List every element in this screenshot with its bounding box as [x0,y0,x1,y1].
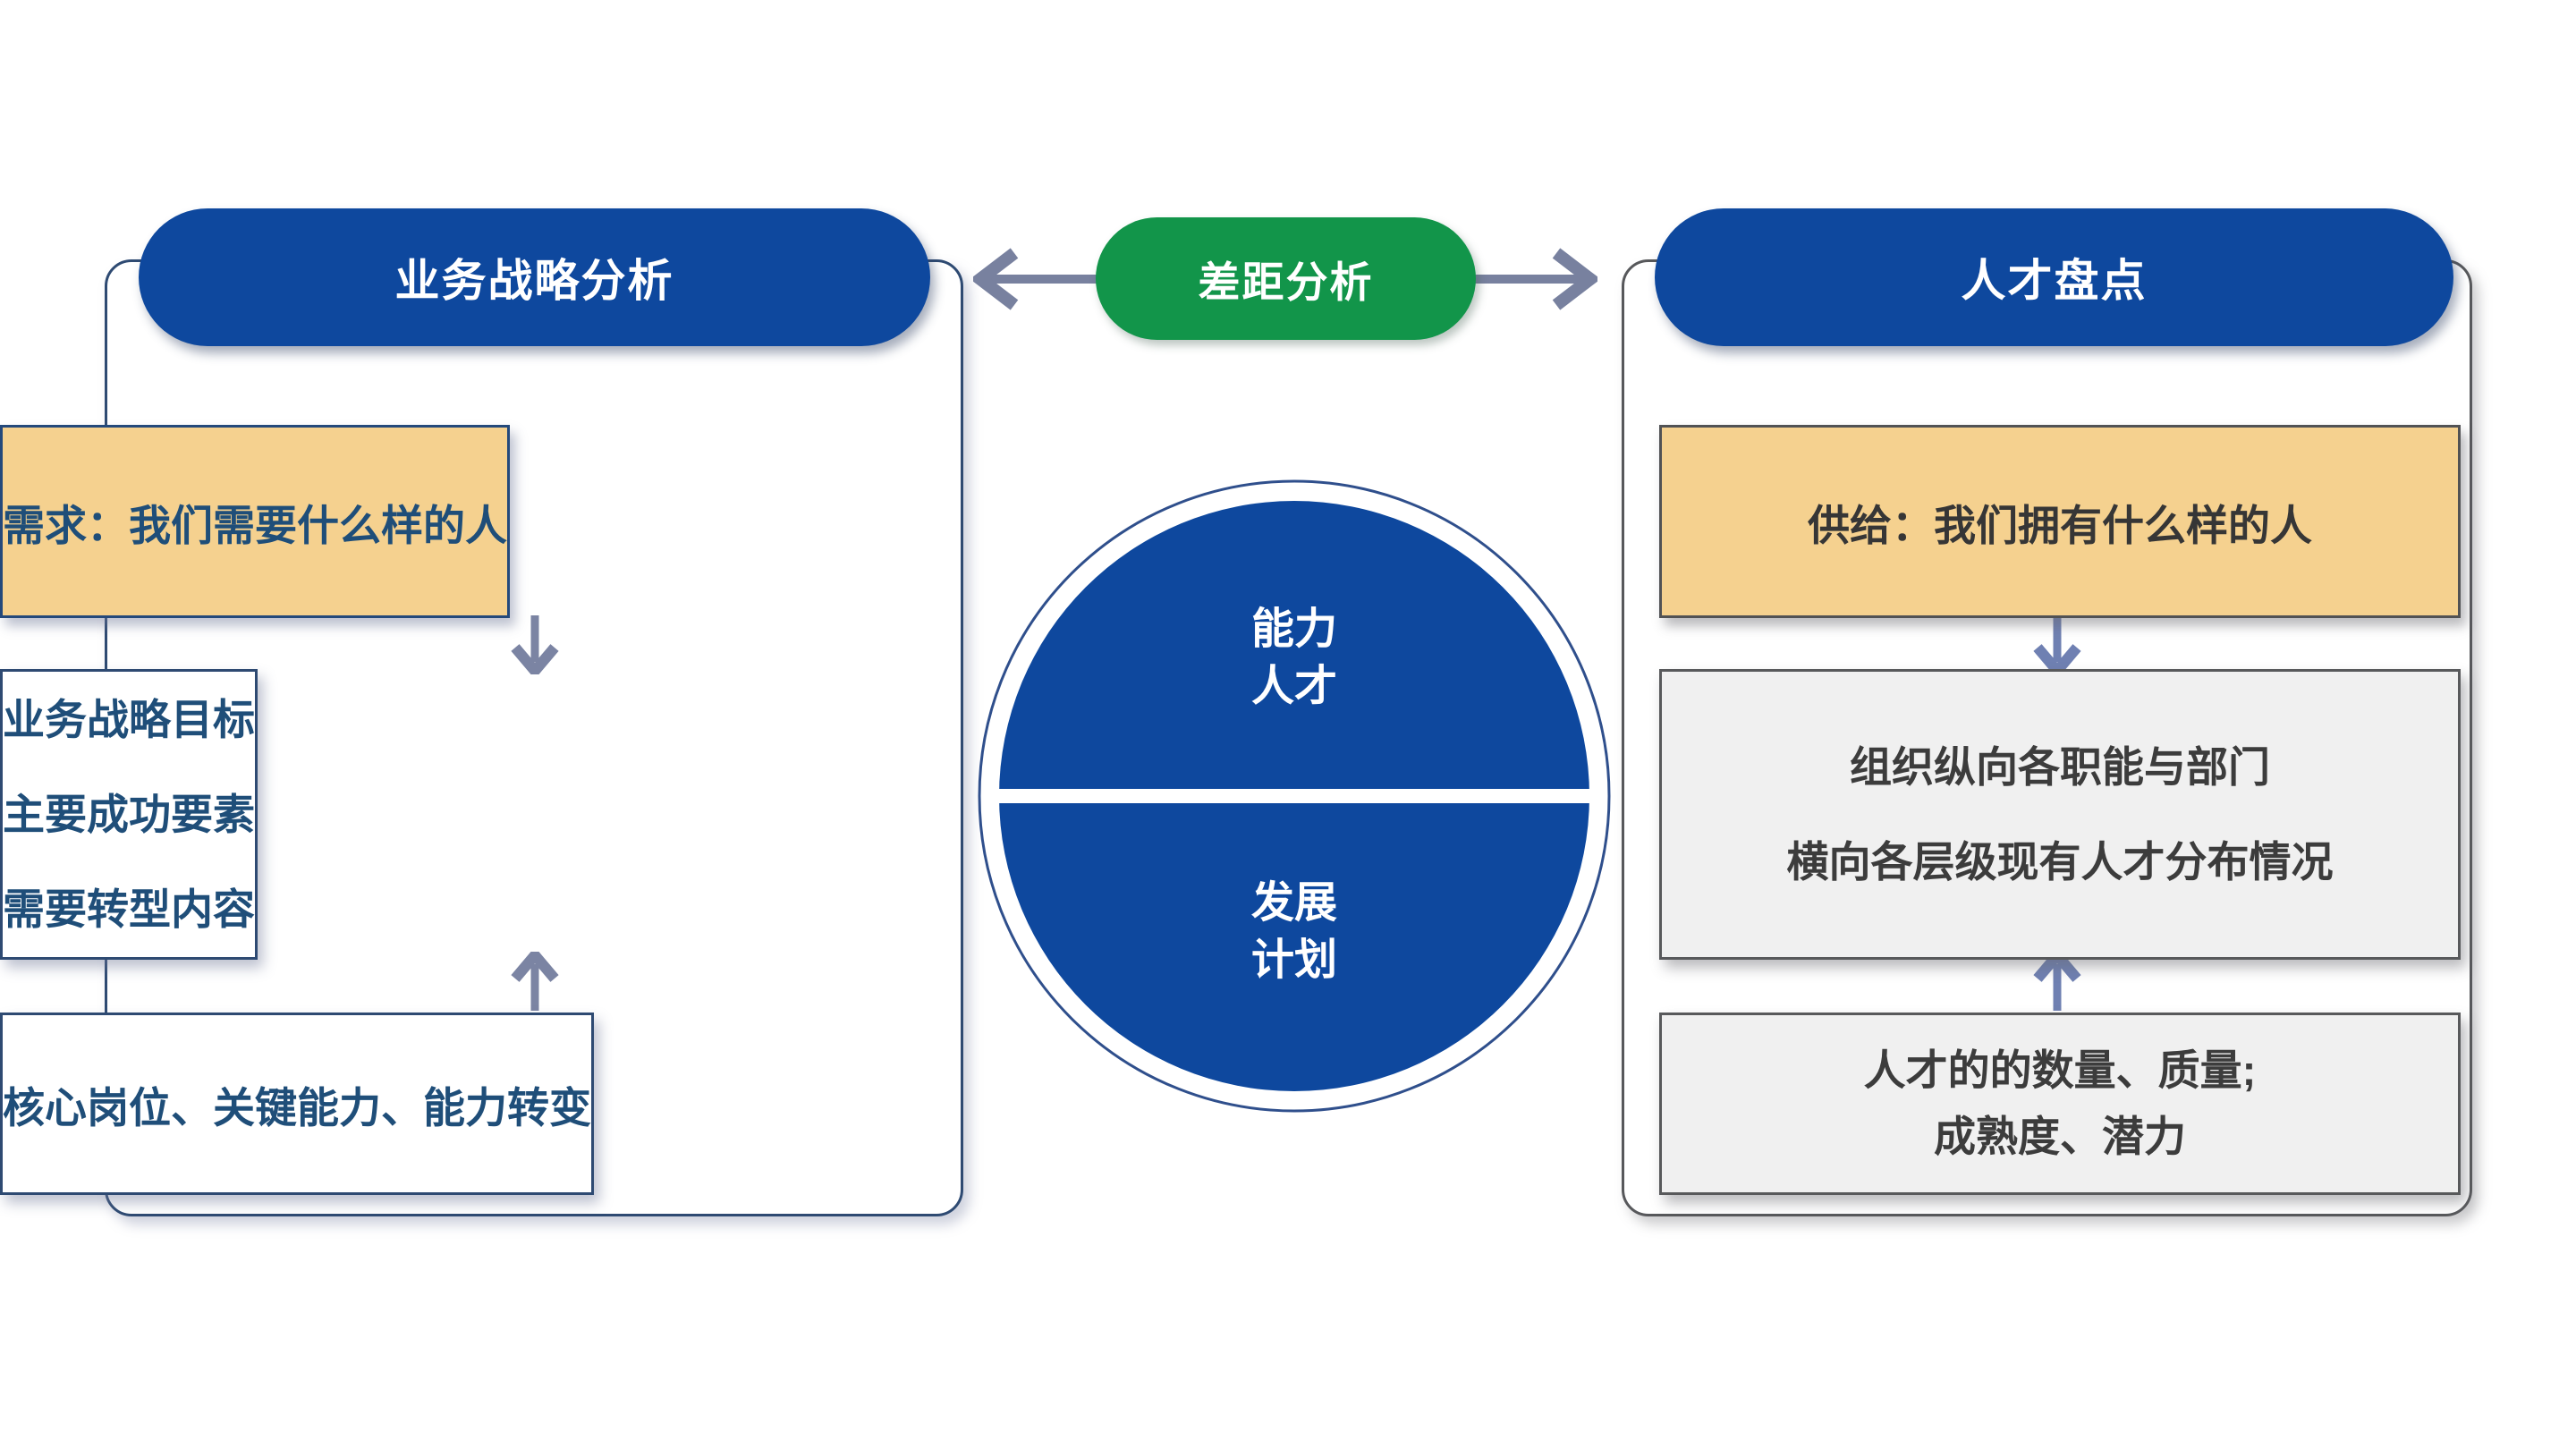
gap-analysis-label: 差距分析 [1198,258,1374,306]
talent-review-header-label: 人才盘点 [1961,256,2148,306]
business-strategy-header-label: 业务战略分析 [394,256,674,306]
demand-box: 需求：我们需要什么样的人 [0,425,510,618]
circle-bottom-line: 发展 [1250,879,1337,927]
distribution-line: 横向各层级现有人才分布情况 [1786,837,2334,886]
quantity-line: 成熟度、潜力 [1934,1113,2186,1160]
strategy-goals-box: 业务战略目标 主要成功要素 需要转型内容 [0,669,258,960]
circle-bottom-line: 计划 [1250,936,1337,984]
business-strategy-header: 业务战略分析 [139,208,930,346]
supply-box: 供给：我们拥有什么样的人 [1659,425,2461,618]
arrow-left-icon [973,248,1097,310]
arrow-up-icon [2033,952,2081,1011]
arrow-down-icon [2033,615,2081,674]
arrow-down-icon [511,615,559,674]
circle-bottom-text: 发展 计划 [1160,875,1428,989]
core-positions-box: 核心岗位、关键能力、能力转变 [0,1013,594,1195]
arrow-right-icon [1474,248,1597,310]
circle-top-line: 能力 [1250,606,1337,653]
talent-review-header: 人才盘点 [1655,208,2453,346]
talent-quantity-box: 人才的的数量、质量; 成熟度、潜力 [1659,1013,2461,1195]
gap-analysis-pill: 差距分析 [1096,217,1476,340]
supply-box-label: 供给：我们拥有什么样的人 [1808,501,2312,549]
distribution-line: 组织纵向各职能与部门 [1850,742,2270,791]
circle-top-line: 人才 [1250,663,1337,710]
core-positions-label: 核心岗位、关键能力、能力转变 [3,1083,591,1131]
strategy-line: 需要转型内容 [3,885,255,933]
strategy-line: 主要成功要素 [3,790,255,838]
quantity-line: 人才的的数量、质量; [1863,1046,2257,1094]
strategy-line: 业务战略目标 [3,695,255,743]
talent-development-circle [978,479,1611,1113]
circle-top-text: 能力 人才 [1160,601,1428,716]
talent-distribution-box: 组织纵向各职能与部门 横向各层级现有人才分布情况 [1659,669,2461,960]
demand-box-label: 需求：我们需要什么样的人 [3,501,507,549]
arrow-up-icon [511,952,559,1011]
